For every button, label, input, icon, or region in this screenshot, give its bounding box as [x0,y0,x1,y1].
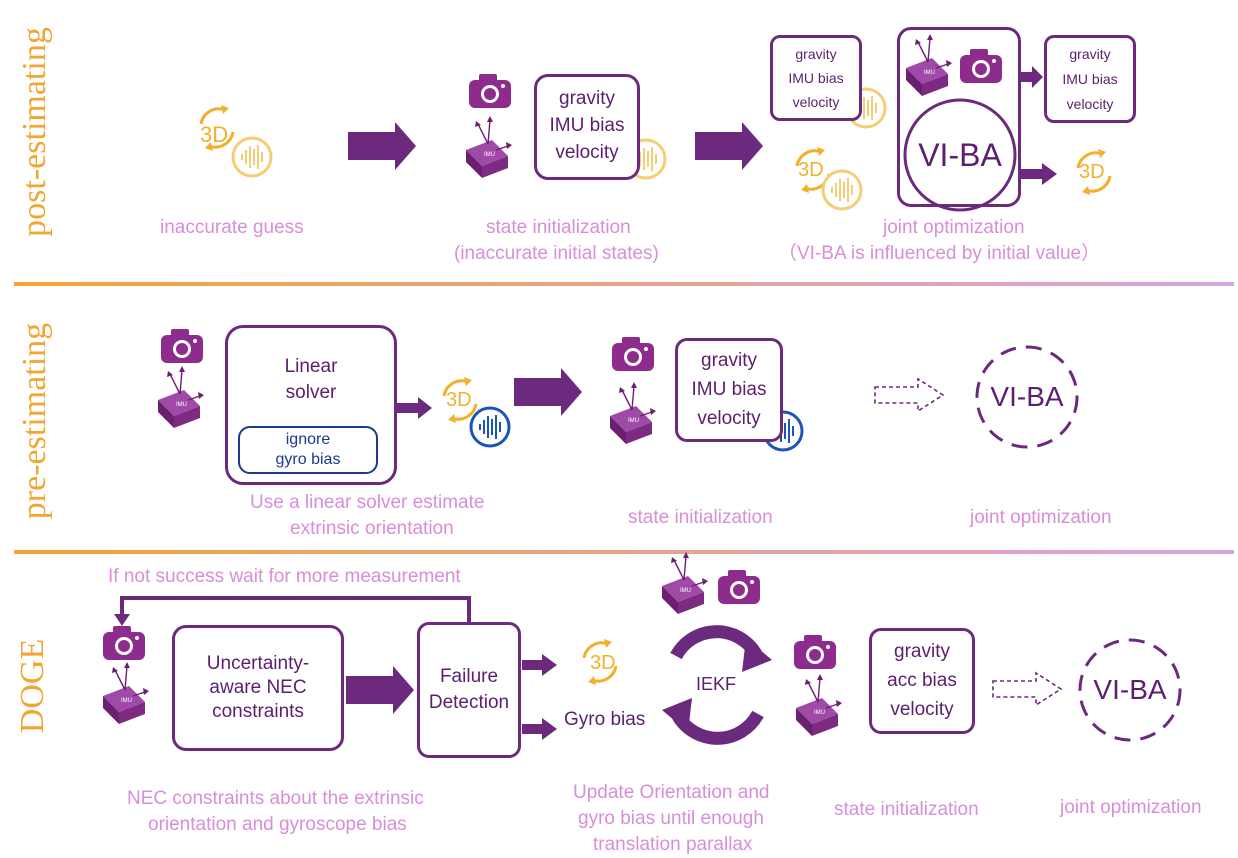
caption-update-line2: gyro bias until enough [578,808,764,829]
camera-icon [718,570,760,604]
failure-detection-box: Failure Detection [417,622,521,758]
three-d-label: 3D [200,122,229,147]
imu-sensor-icon [609,381,657,445]
imu-sensor-icon [795,673,843,737]
state-velocity: velocity [555,142,619,164]
arrow-right-icon [1020,163,1057,185]
arrow-right-icon [346,666,414,714]
arrow-right-icon [396,397,432,419]
camera-icon [103,626,145,660]
caption-nec-detail: orientation and gyroscope bias [148,814,407,835]
ignore-gyro-bias-box: ignore gyro bias [238,426,378,474]
gyro-bias-label: Gyro bias [564,709,646,730]
dashed-arrow-icon [874,377,945,413]
caption-joint-opt: joint optimization [1060,797,1202,818]
three-d-label: 3D [798,159,824,181]
viba-dashed-circle [1078,638,1182,742]
state-velocity: velocity [792,94,840,110]
nec-line2: aware NEC [209,677,307,698]
caption-state-init: state initialization [628,507,773,528]
state-box-small: gravity IMU bias velocity [1044,35,1136,123]
solver-title-line1: Linear [284,356,338,377]
caption-inaccurate-guess: inaccurate guess [160,217,304,238]
imu-sensor-icon [465,115,513,179]
row-separator-2 [14,550,1234,554]
audio-signal-icon [231,136,273,178]
state-imu-bias: IMU bias [549,114,625,136]
camera-icon [794,635,836,669]
arrow-right-icon [514,368,582,416]
viba-label: VI-BA [1093,674,1167,705]
imu-sensor-icon [102,661,150,725]
caption-nec: NEC constraints about the extrinsic [127,788,424,809]
dashed-arrow-icon [992,671,1063,707]
caption-state-init: state initialization [834,799,979,820]
iekf-cycle-icon [662,625,772,745]
state-box: gravity IMU bias velocity [534,74,640,180]
caption-update-line3: translation parallax [593,834,753,855]
row-separator-1 [14,282,1234,286]
state-gravity: gravity [795,46,837,62]
nec-line1: Uncertainty- [206,653,310,674]
nec-line3: constraints [212,701,304,722]
audio-signal-icon [469,406,511,448]
state-imu-bias: IMU bias [1062,70,1118,87]
three-d-label: 3D [446,389,472,411]
state-velocity: velocity [1066,95,1114,112]
arrow-right-icon [522,718,557,740]
iekf-label: IEKF [695,673,736,694]
nec-constraints-box: Uncertainty- aware NEC constraints [172,625,344,751]
state-box-small: gravity IMU bias velocity [770,35,862,121]
three-d-label: 3D [590,652,616,674]
arrow-right-icon [1018,66,1043,88]
state-gravity: gravity [701,350,757,372]
linear-solver-box: Linear solver [225,325,397,485]
ignore-line1: ignore [285,431,331,448]
caption-state-init-detail: (inaccurate initial states) [454,243,659,264]
viba-label: VI-BA [990,381,1064,412]
failure-line1: Failure [439,666,499,687]
camera-icon [469,74,511,108]
arrow-right-icon [522,654,557,676]
state-acc-bias: acc bias [887,669,957,691]
arrow-down-icon [114,614,130,626]
solver-title-line2: solver [285,382,337,403]
state-imu-bias: IMU bias [691,378,767,400]
camera-icon [612,337,654,371]
viba-circle [903,98,1017,212]
state-box: gravity IMU bias velocity [675,338,783,442]
retry-loop-line [120,596,471,622]
camera-icon [161,329,203,363]
imu-sensor-icon [157,365,205,429]
ignore-line2: gyro bias [275,451,341,468]
audio-signal-icon [821,169,863,211]
viba-label: VI-BA [918,136,1002,173]
failure-line2: Detection [428,692,510,713]
three-d-label: 3D [1079,161,1105,183]
caption-update: Update Orientation and [573,782,770,803]
state-box: gravity acc bias velocity [869,628,975,734]
caption-joint-opt: joint optimization [970,507,1112,528]
row-title-doge: DOGE [14,638,51,734]
state-velocity: velocity [890,699,954,721]
caption-linear-solver-detail: extrinsic orientation [290,518,454,539]
caption-linear-solver: Use a linear solver estimate [250,492,485,513]
arrow-right-icon [348,122,416,170]
row-title-pre-estimating: pre-estimating [16,322,53,520]
state-gravity: gravity [559,87,615,109]
row-title-post-estimating: post-estimating [16,27,53,237]
state-imu-bias: IMU bias [788,70,844,86]
arrow-right-icon [695,122,763,170]
joint-optimization-box [897,27,1021,207]
state-gravity: gravity [1069,46,1111,63]
state-gravity: gravity [894,640,950,662]
caption-state-init: state initialization [486,217,631,238]
retry-loop-label: If not success wait for more measurement [108,566,461,587]
caption-joint-opt: joint optimization [883,217,1025,238]
state-velocity: velocity [697,407,761,429]
imu-sensor-icon [661,551,709,615]
caption-joint-opt-detail: （VI-BA is influenced by initial value） [778,243,1101,264]
viba-dashed-circle [975,345,1079,449]
